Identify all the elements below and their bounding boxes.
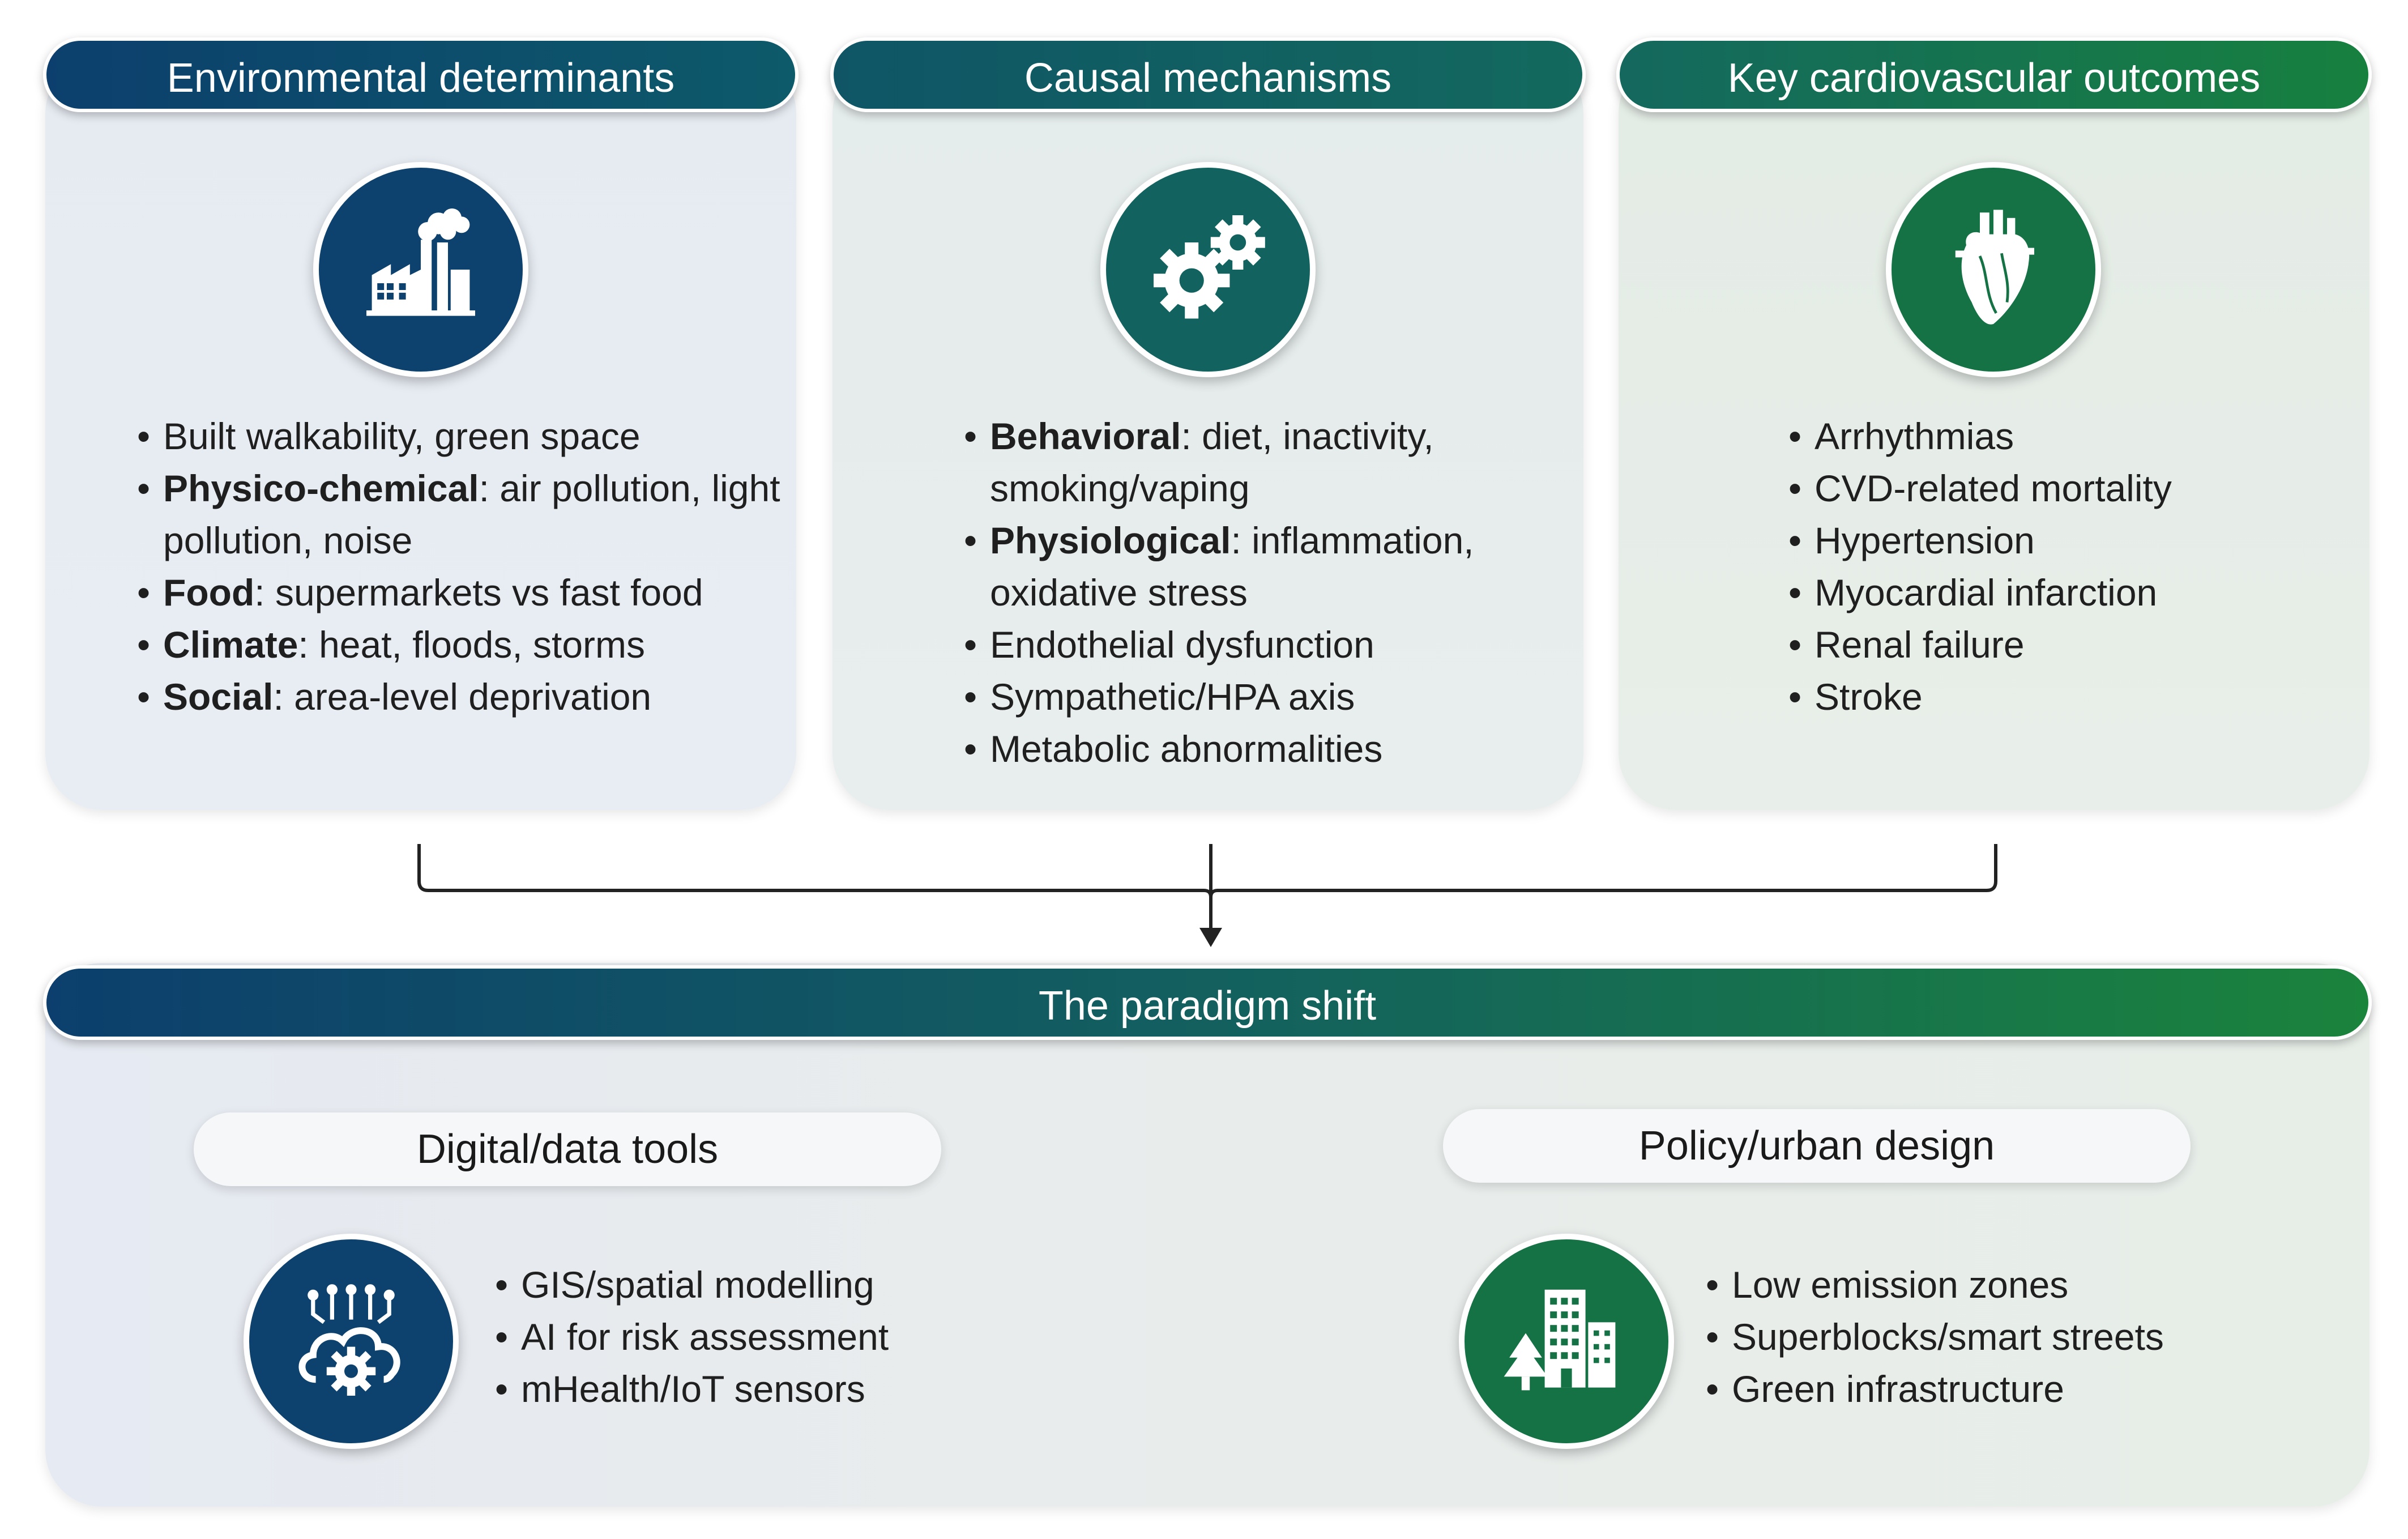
list-item: Built walkability, green space [137, 410, 788, 462]
list-item: Behavioral: diet, inactivity, smoking/va… [964, 410, 1576, 514]
list-item: AI for risk assessment [495, 1311, 1005, 1363]
policy-urban-design-list: Low emission zones Superblocks/smart str… [1706, 1259, 2272, 1415]
digital-tools-list: GIS/spatial modelling AI for risk assess… [495, 1259, 1005, 1415]
connector-bracket [417, 844, 1997, 947]
list-item: Climate: heat, floods, storms [137, 619, 788, 671]
arrow-head [1199, 928, 1222, 947]
list-item: Low emission zones [1706, 1259, 2272, 1311]
list-item: mHealth/IoT sensors [495, 1363, 1005, 1415]
list-item: Superblocks/smart streets [1706, 1311, 2272, 1363]
policy-urban-design-header: Policy/urban design [1443, 1109, 2191, 1183]
list-item: Social: area-level deprivation [137, 671, 788, 723]
list-item: Green infrastructure [1706, 1363, 2272, 1415]
list-item: Metabolic abnormalities [964, 723, 1576, 775]
cloud-gear-icon [244, 1234, 459, 1449]
causal-mechanisms-header: Causal mechanisms [830, 37, 1586, 112]
list-item: Physico-chemical: air pollution, light p… [137, 462, 788, 566]
heart-icon [1886, 162, 2101, 377]
bracket-line [417, 844, 1997, 898]
list-item: Stroke [1788, 671, 2355, 723]
environmental-determinants-header: Environmental determinants [43, 37, 799, 112]
list-item: Food: supermarkets vs fast food [137, 566, 788, 619]
causal-mechanisms-list: Behavioral: diet, inactivity, smoking/va… [964, 410, 1576, 775]
list-item: GIS/spatial modelling [495, 1259, 1005, 1311]
cardiovascular-outcomes-header: Key cardiovascular outcomes [1616, 37, 2372, 112]
list-item: Renal failure [1788, 619, 2355, 671]
gears-icon [1100, 162, 1316, 377]
list-item: Myocardial infarction [1788, 566, 2355, 619]
city-tree-icon [1459, 1234, 1674, 1449]
list-item: Sympathetic/HPA axis [964, 671, 1576, 723]
paradigm-shift-header: The paradigm shift [43, 965, 2372, 1040]
list-item: Endothelial dysfunction [964, 619, 1576, 671]
paradigm-shift-panel [45, 963, 2369, 1507]
list-item: Physiological: inflammation, oxidative s… [964, 514, 1576, 619]
list-item: Hypertension [1788, 514, 2355, 566]
list-item: Arrhythmias [1788, 410, 2355, 462]
cardiovascular-outcomes-list: Arrhythmias CVD-related mortality Hypert… [1788, 410, 2355, 723]
environmental-determinants-list: Built walkability, green space Physico-c… [137, 410, 788, 723]
digital-data-tools-header: Digital/data tools [194, 1112, 941, 1186]
list-item: CVD-related mortality [1788, 462, 2355, 514]
factory-icon [313, 162, 528, 377]
